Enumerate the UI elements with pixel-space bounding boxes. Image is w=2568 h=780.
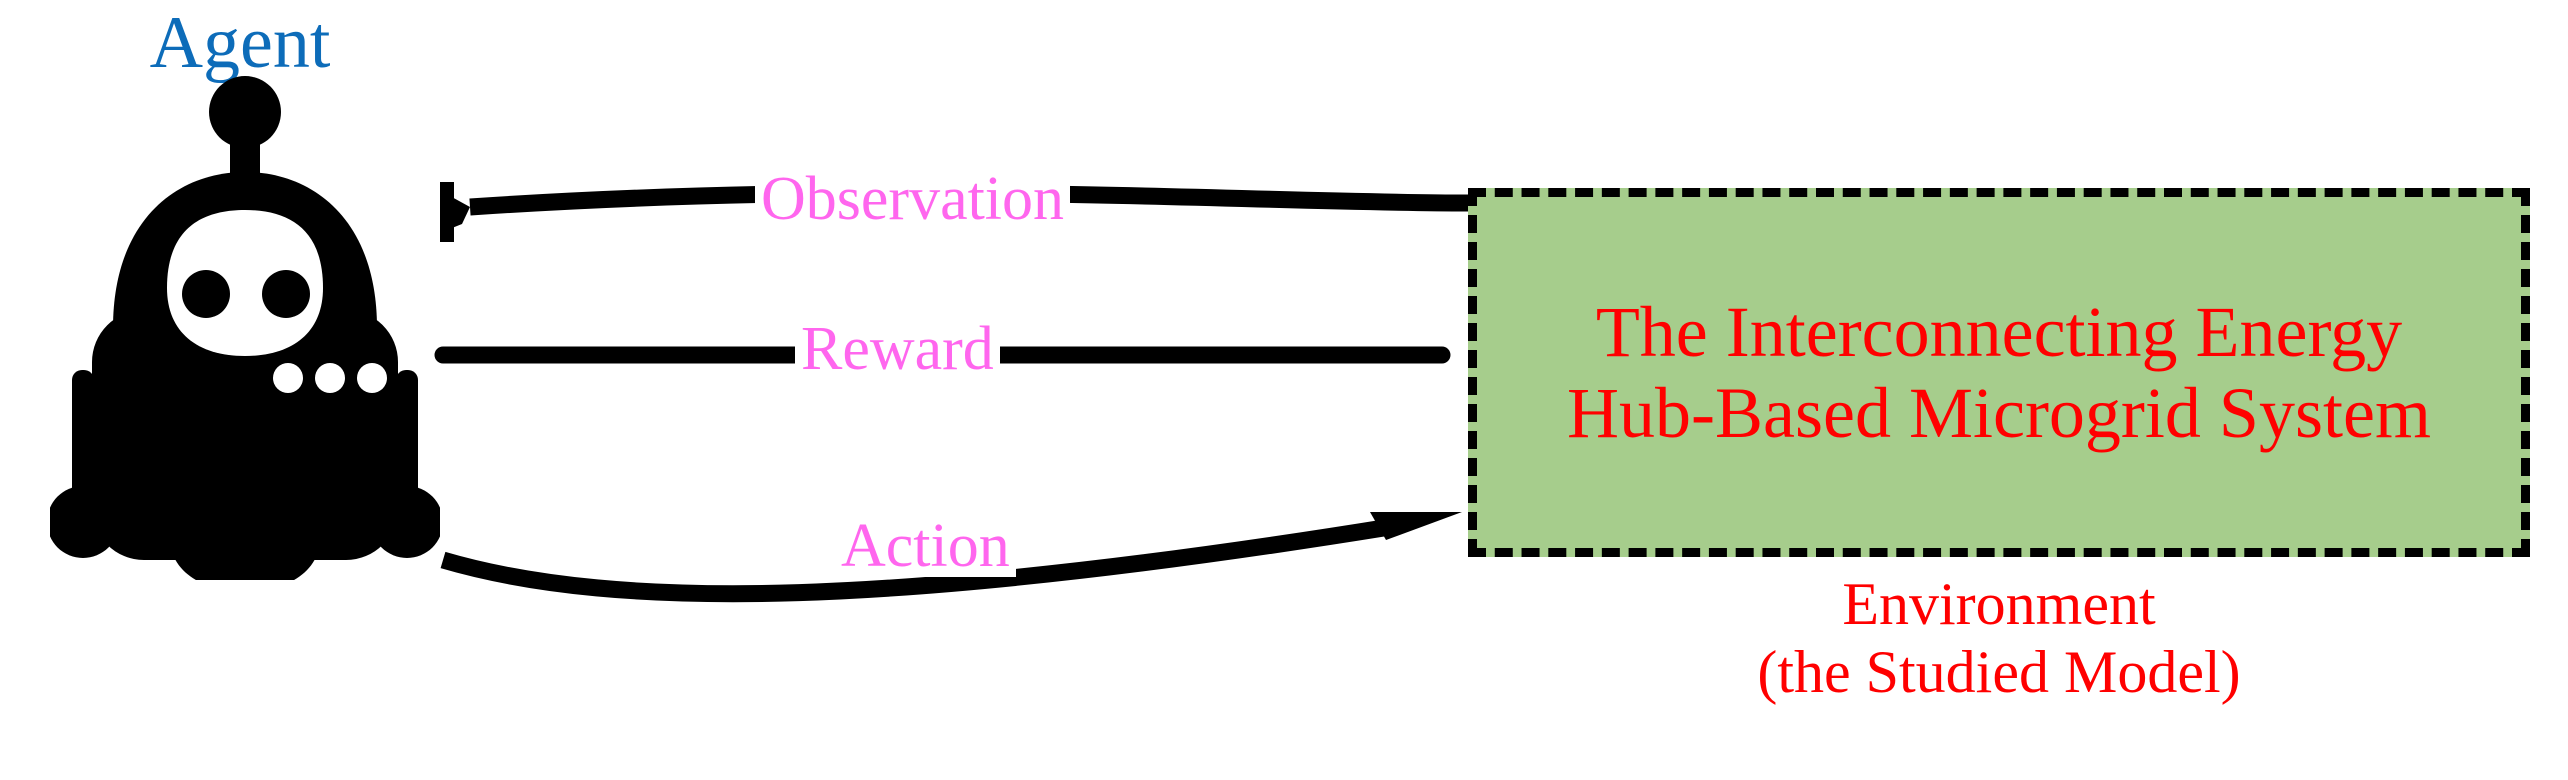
edge-label-observation: Observation (755, 168, 1071, 230)
action-arrowhead-icon (1370, 512, 1462, 540)
robot-icon (50, 76, 440, 580)
robot-visor (167, 210, 323, 356)
edge-label-reward: Reward (795, 318, 1000, 380)
robot-eye-left (182, 270, 230, 318)
environment-box: The Interconnecting Energy Hub-Based Mic… (1468, 188, 2530, 557)
observation-arrow-bar-icon (440, 182, 454, 242)
observation-arrowhead-icon (442, 196, 470, 232)
environment-title-line2: Hub-Based Microgrid System (1567, 372, 2431, 453)
edge-label-action: Action (835, 515, 1016, 577)
environment-caption: Environment (the Studied Model) (1468, 570, 2530, 707)
environment-caption-line1: Environment (1842, 571, 2156, 637)
environment-title-line1: The Interconnecting Energy (1595, 291, 2403, 372)
agent-label: Agent (149, 2, 331, 84)
agent-robot-figure (50, 70, 440, 580)
robot-chest-dot-1 (273, 363, 303, 393)
robot-eye-right (262, 270, 310, 318)
robot-chest-dot-3 (357, 363, 387, 393)
robot-chest-dot-2 (315, 363, 345, 393)
environment-caption-line2: (the Studied Model) (1757, 639, 2241, 706)
